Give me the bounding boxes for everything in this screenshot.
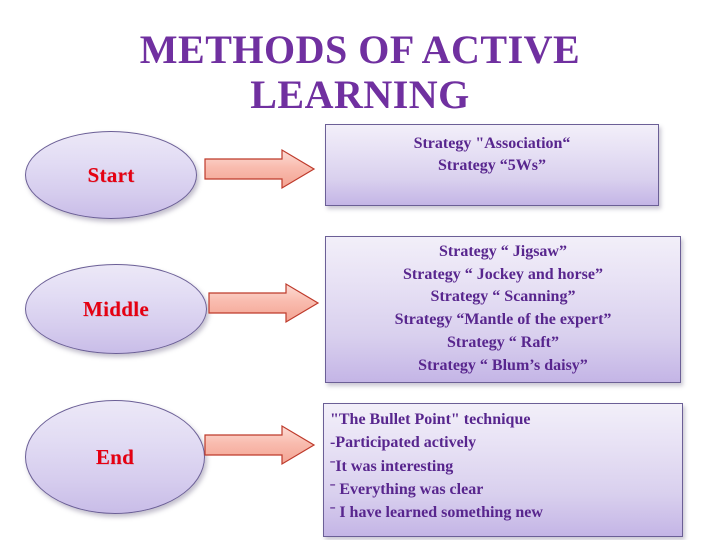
page-title: METHODS OF ACTIVE LEARNING: [139, 27, 581, 117]
box-line: ˉ I have learned something new: [330, 504, 543, 522]
box-line: Strategy “5Ws”: [438, 156, 546, 174]
stage-ellipse-start[interactable]: Start: [25, 131, 197, 219]
box-line: Strategy "Association“: [413, 135, 571, 152]
box-line: Strategy “Mantle of the expert”: [394, 311, 612, 329]
stage-ellipse-label-middle: Middle: [83, 296, 149, 321]
stage-ellipse-label-start: Start: [87, 162, 135, 187]
box-line: -Participated actively: [330, 434, 477, 452]
stage-content-box-end: "The Bullet Point" technique -Participat…: [323, 403, 683, 537]
box-line: ˉ Everything was clear: [330, 481, 484, 499]
stage-ellipse-end[interactable]: End: [25, 400, 205, 514]
right-arrow-icon: [208, 282, 320, 324]
stage-ellipse-label-end: End: [95, 444, 135, 469]
right-arrow-icon: [204, 424, 316, 466]
box-line: Strategy “ Scanning”: [430, 288, 576, 306]
stage-ellipse-middle[interactable]: Middle: [25, 264, 207, 354]
box-line: Strategy “ Blum’s daisy”: [418, 356, 588, 374]
box-line: Strategy “ Jigsaw”: [439, 243, 567, 260]
box-line: ˉIt was interesting: [330, 457, 454, 475]
stage-content-box-middle: Strategy “ Jigsaw” Strategy “ Jockey and…: [325, 236, 681, 383]
box-line: Strategy “ Jockey and horse”: [403, 265, 603, 283]
right-arrow-icon: [204, 148, 316, 190]
box-line: "The Bullet Point" technique: [330, 411, 531, 428]
stage-content-box-start: Strategy "Association“ Strategy “5Ws”: [325, 124, 659, 206]
box-line: Strategy “ Raft”: [447, 333, 559, 351]
